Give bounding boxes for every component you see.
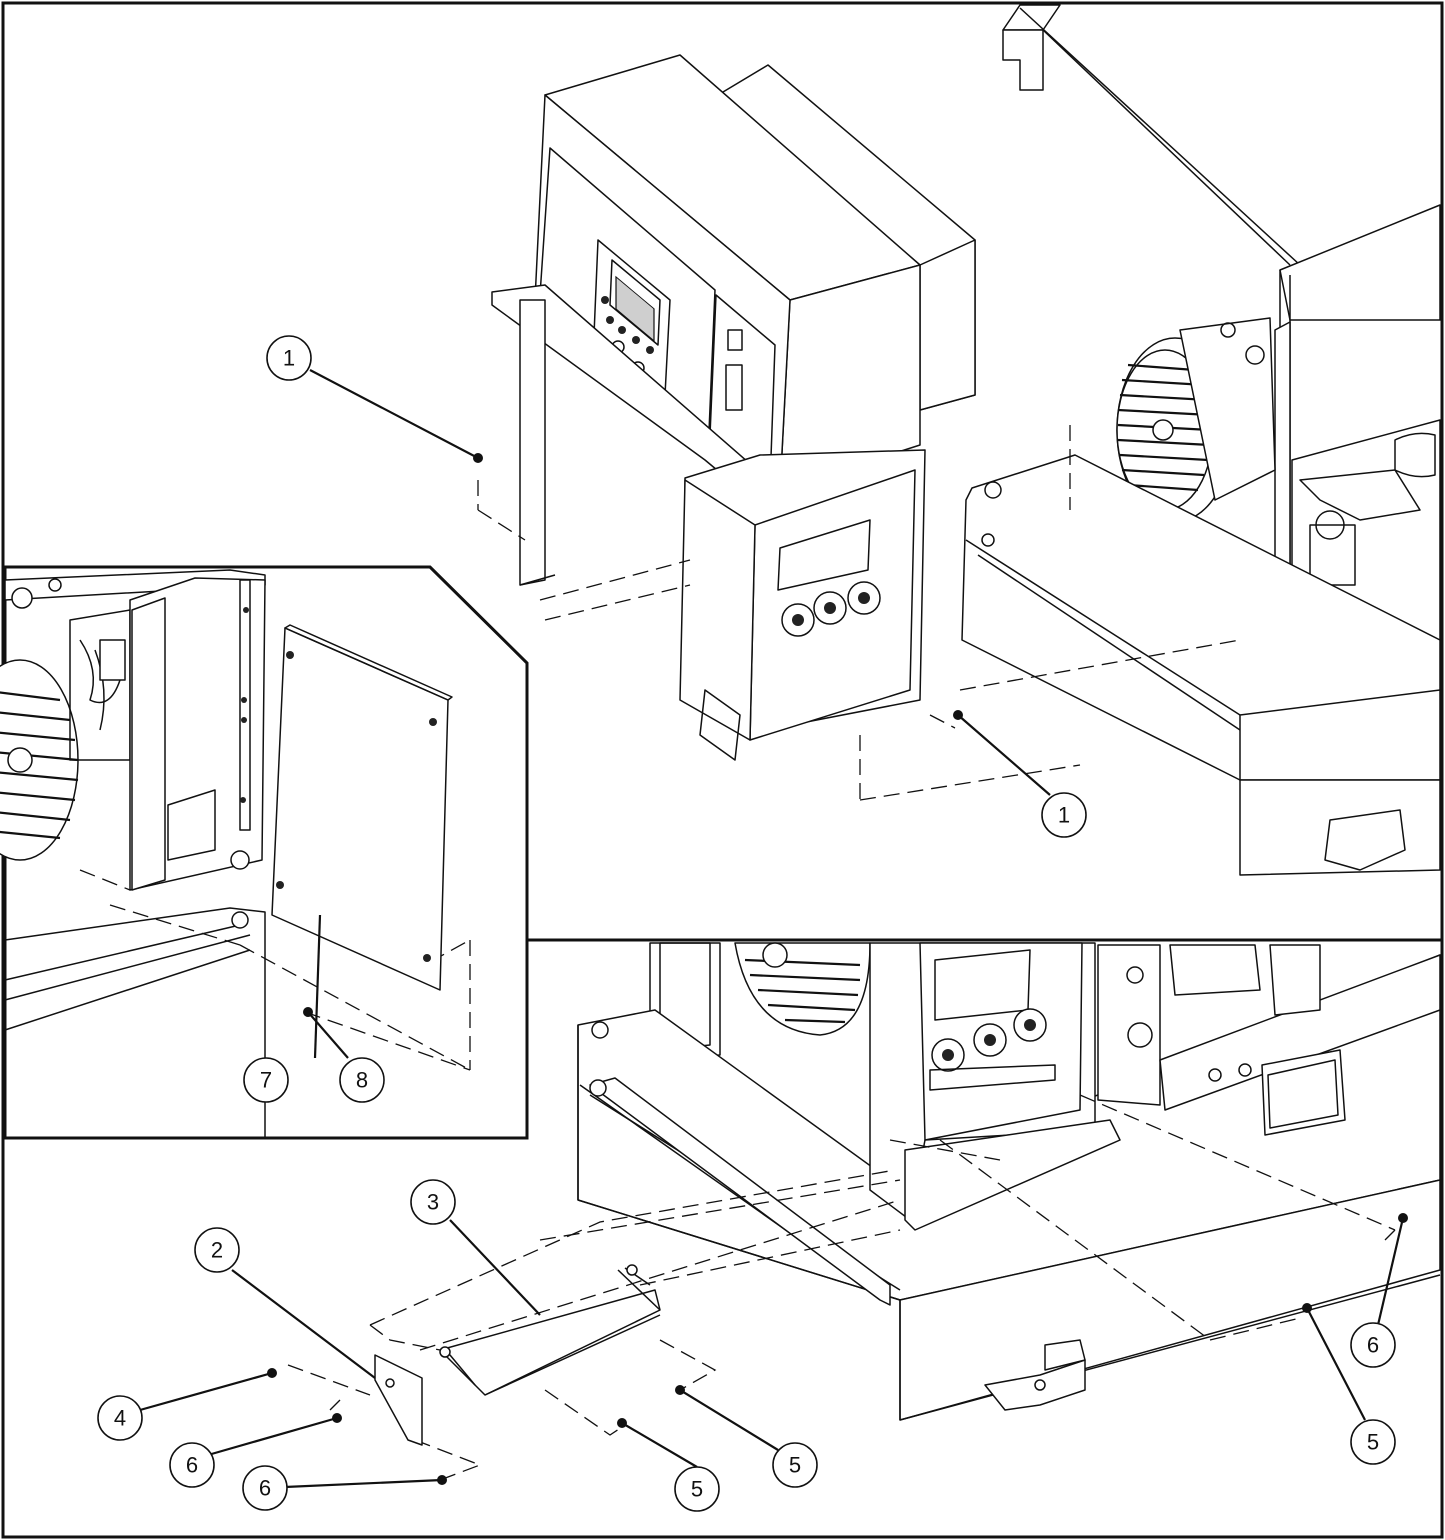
callout-label: 6 — [1367, 1333, 1379, 1358]
callout-label: 6 — [186, 1453, 198, 1478]
callout-label: 5 — [691, 1477, 703, 1502]
detail-inset — [0, 565, 529, 1140]
generator-body-top — [959, 4, 1441, 876]
loose-parts — [267, 1169, 901, 1485]
callout-label: 4 — [114, 1406, 126, 1431]
callout-8: 8 — [339, 1057, 385, 1103]
control-box-assembly — [473, 54, 1081, 801]
callout-3: 3 — [410, 1179, 456, 1225]
callout-6-right: 6 — [1350, 1322, 1396, 1368]
callout-label: 5 — [789, 1453, 801, 1478]
callout-label: 1 — [1058, 803, 1070, 828]
callout-6-upper-left: 6 — [169, 1442, 215, 1488]
callout-2: 2 — [194, 1227, 240, 1273]
callout-label: 6 — [259, 1476, 271, 1501]
callout-1-top: 1 — [266, 335, 312, 381]
callout-label: 5 — [1367, 1430, 1379, 1455]
callout-6-lower-left: 6 — [242, 1465, 288, 1511]
leader-lines — [139, 369, 1405, 1489]
callout-7: 7 — [243, 1057, 289, 1103]
callout-label: 7 — [260, 1068, 272, 1093]
callout-5-middle: 5 — [772, 1442, 818, 1488]
callout-label: 2 — [211, 1238, 223, 1263]
callout-1-right: 1 — [1041, 792, 1087, 838]
generator-base-bottom — [577, 942, 1441, 1421]
callout-4: 4 — [97, 1395, 143, 1441]
callout-label: 3 — [427, 1190, 439, 1215]
callout-5-right: 5 — [1350, 1419, 1396, 1465]
callout-5-left: 5 — [674, 1466, 720, 1512]
callout-label: 8 — [356, 1068, 368, 1093]
callout-label: 1 — [283, 346, 295, 371]
